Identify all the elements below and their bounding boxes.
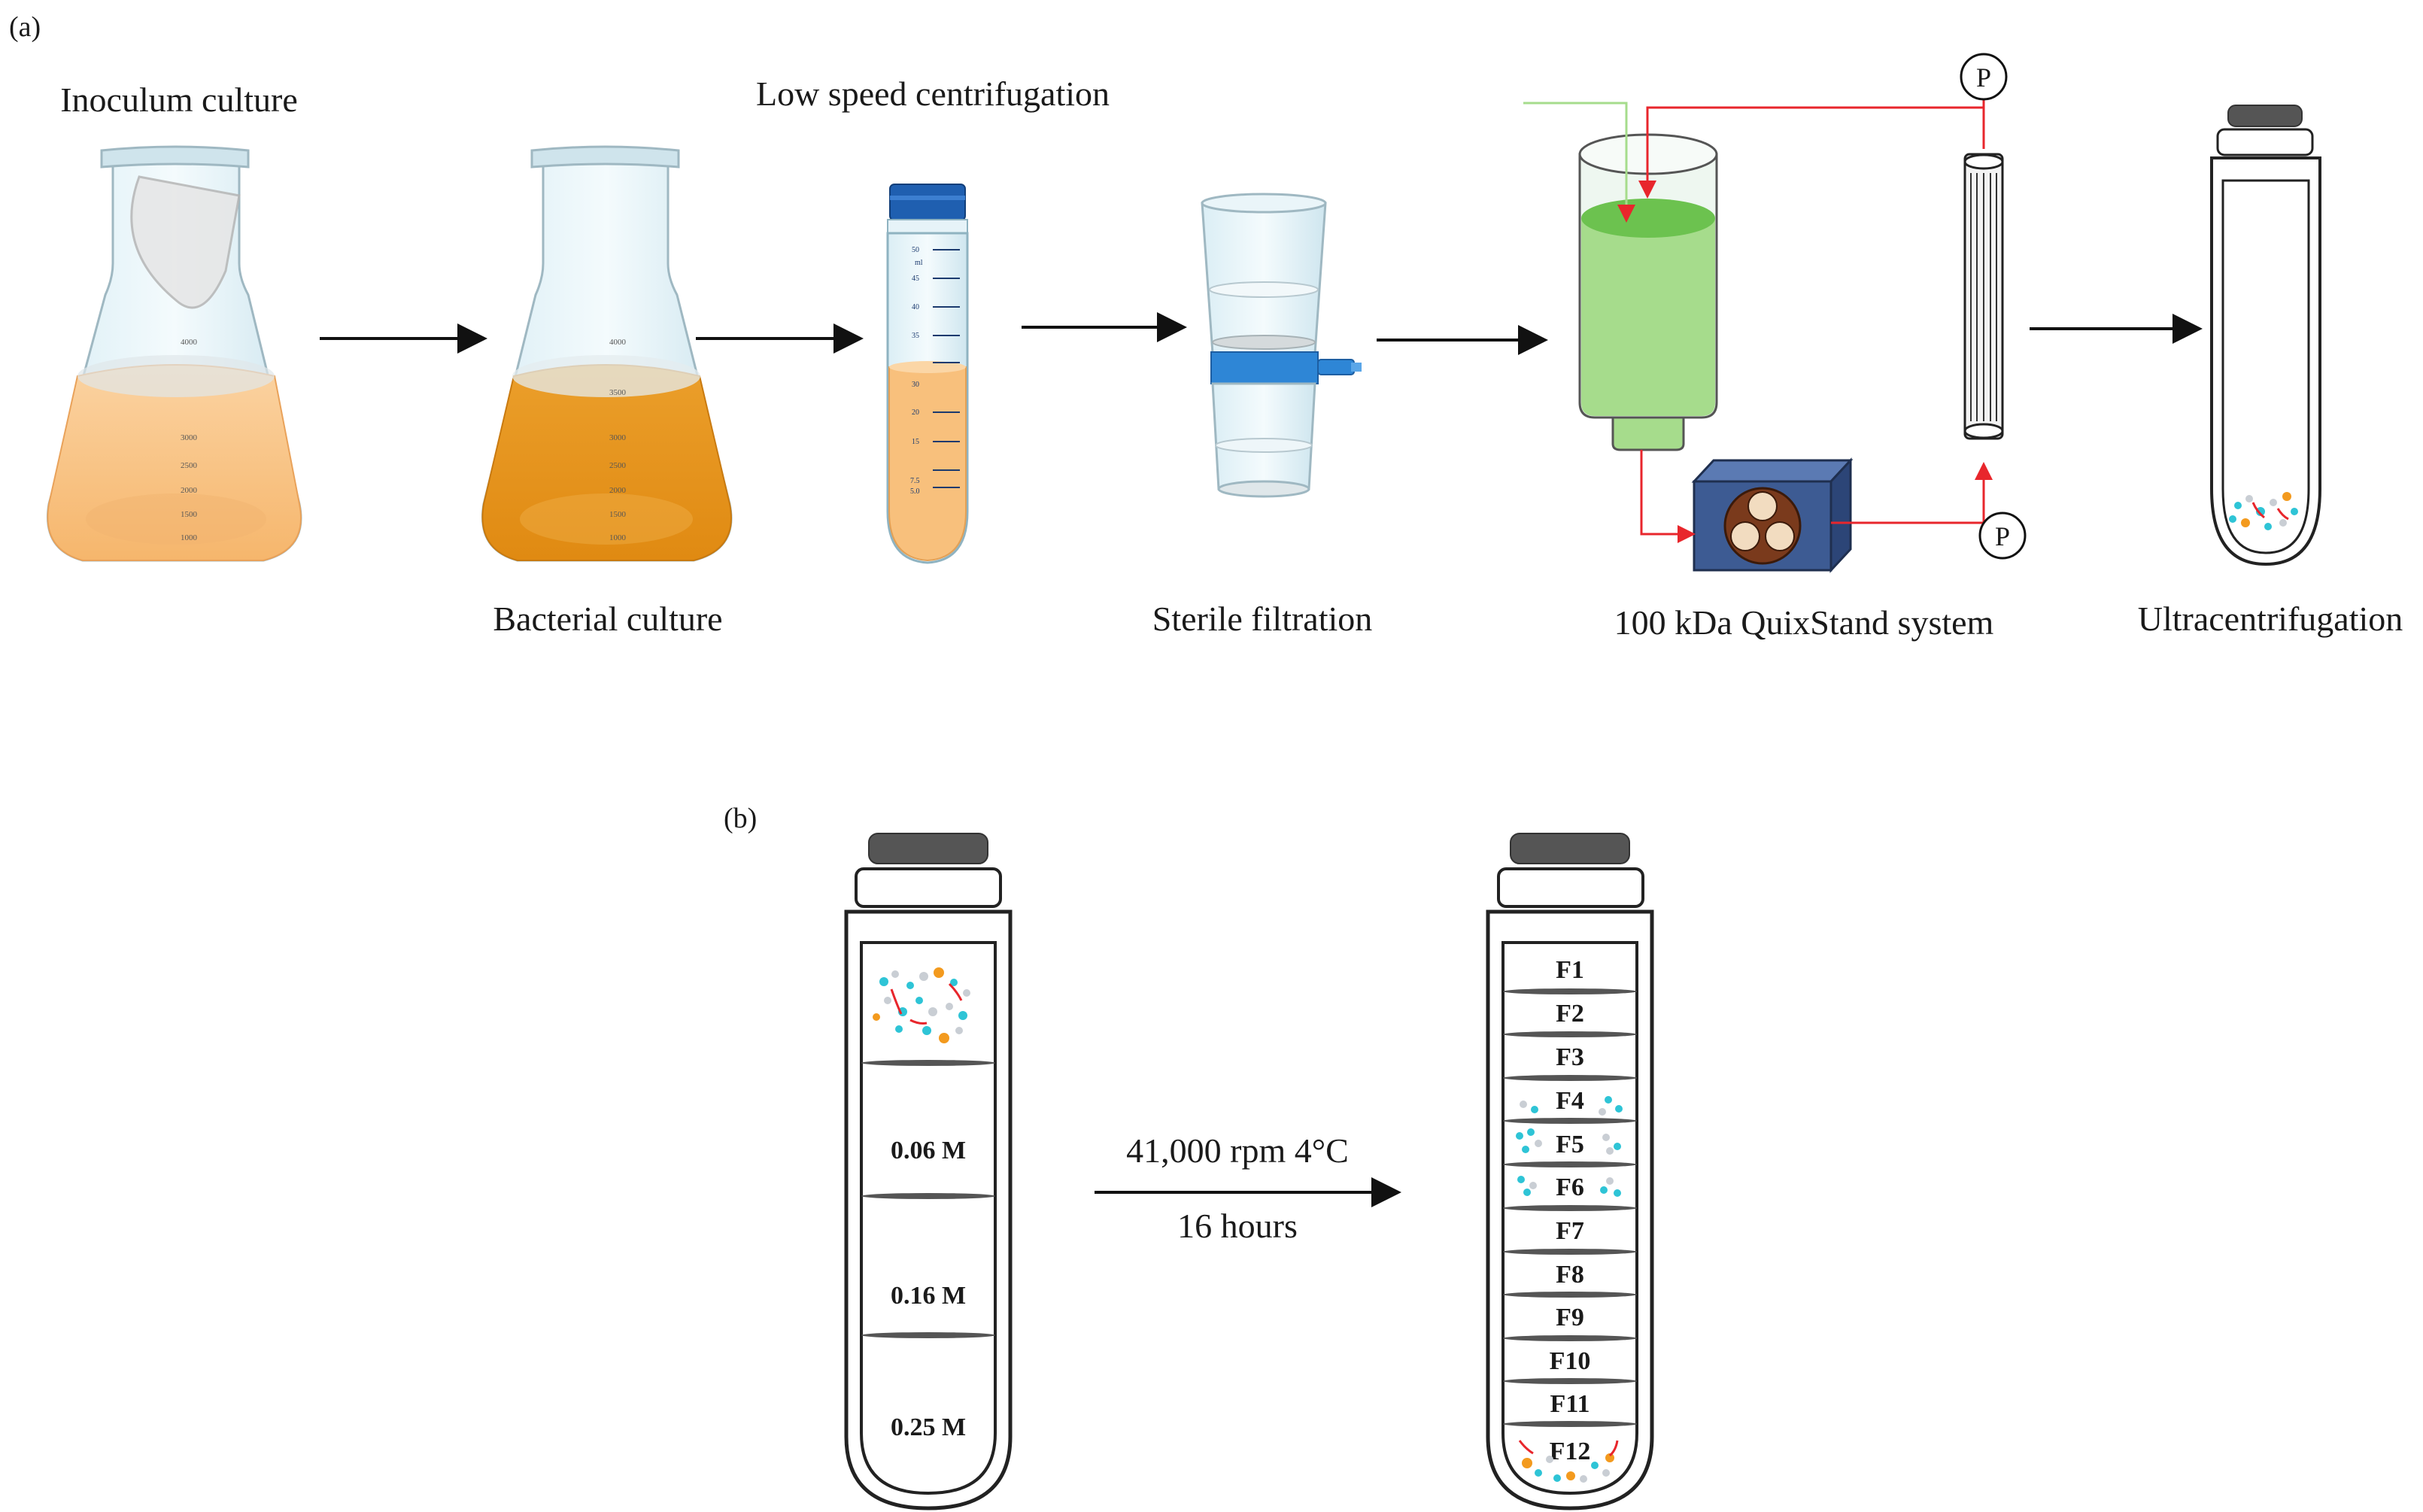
svg-text:5.0: 5.0 xyxy=(910,487,920,496)
label-sterile-filtration: Sterile filtration xyxy=(1152,600,1373,638)
fraction-label: F6 xyxy=(1556,1173,1584,1201)
svg-text:3000: 3000 xyxy=(609,433,627,442)
fraction-label: F8 xyxy=(1556,1261,1584,1289)
quixstand-system: P P xyxy=(1523,53,2027,573)
svg-text:1500: 1500 xyxy=(181,510,198,519)
svg-text:35: 35 xyxy=(912,332,919,340)
fraction-label: F5 xyxy=(1556,1131,1584,1158)
fraction-label: F12 xyxy=(1550,1438,1591,1465)
svg-text:P: P xyxy=(1995,521,2010,551)
pellet-particles xyxy=(2229,492,2298,530)
svg-text:7.5: 7.5 xyxy=(910,477,920,485)
filter-band xyxy=(1210,351,1319,384)
svg-text:15: 15 xyxy=(912,438,919,446)
concentration-0-06: 0.06 M xyxy=(891,1137,966,1164)
fraction-label: F4 xyxy=(1556,1087,1584,1115)
run-conditions: 41,000 rpm 4°C 16 hours xyxy=(1095,1131,1401,1245)
gradient-tube-after: F1 F2 F3 F4 F5 F6 F7 F8 F9 F10 F11 F12 xyxy=(1486,833,1654,1510)
centrifuge-tube xyxy=(886,184,969,564)
svg-text:40: 40 xyxy=(912,303,919,311)
label-inoculum-culture: Inoculum culture xyxy=(60,80,298,119)
inoculum-flask-marks: 4000 3000 2500 2000 1500 1000 xyxy=(181,338,198,542)
svg-text:3000: 3000 xyxy=(181,433,198,442)
svg-text:1000: 1000 xyxy=(609,533,627,542)
svg-text:45: 45 xyxy=(912,275,919,283)
concentration-0-16: 0.16 M xyxy=(891,1282,966,1310)
label-low-speed-centrifugation: Low speed centrifugation xyxy=(756,74,1110,113)
label-quixstand-system: 100 kDa QuixStand system xyxy=(1614,603,1994,642)
svg-text:2500: 2500 xyxy=(181,461,198,470)
panel-a-label: (a) xyxy=(9,11,41,43)
inoculum-flask xyxy=(47,145,302,562)
bacterial-culture-flask xyxy=(481,145,733,562)
svg-text:P: P xyxy=(1976,62,1991,93)
svg-text:1000: 1000 xyxy=(181,533,198,542)
ultracentrifuge-tube xyxy=(2210,105,2321,566)
panel-b-label: (b) xyxy=(724,803,757,834)
retentate-return-line xyxy=(1638,106,1985,199)
svg-text:4000: 4000 xyxy=(181,338,198,347)
fraction-label: F9 xyxy=(1556,1304,1584,1331)
svg-text:ml: ml xyxy=(915,259,923,267)
bacterial-flask-marks: 4000 3500 3000 2500 2000 1500 1000 xyxy=(609,338,627,542)
svg-text:20: 20 xyxy=(912,408,919,417)
pressure-gauge-bottom-icon: P xyxy=(1978,512,2027,560)
inlet-line xyxy=(1523,102,1635,223)
svg-text:30: 30 xyxy=(912,381,919,389)
reservoir-liquid-surface xyxy=(1581,199,1715,238)
fraction-label: F11 xyxy=(1550,1390,1590,1418)
fraction-label: F10 xyxy=(1550,1347,1591,1375)
process-arrows xyxy=(320,312,2203,355)
pressure-gauge-top-icon: P xyxy=(1960,53,2008,108)
hollow-fiber-cartridge xyxy=(1963,153,2004,440)
condition-speed-temp: 41,000 rpm 4°C xyxy=(1126,1131,1349,1170)
fraction-label: F2 xyxy=(1556,1000,1584,1028)
vesicle-particles xyxy=(1516,1096,1623,1197)
label-ultracentrifugation: Ultracentrifugation xyxy=(2138,600,2403,638)
svg-text:2000: 2000 xyxy=(609,486,627,495)
pump-box xyxy=(1691,457,1854,573)
fraction-label: F7 xyxy=(1556,1217,1584,1245)
fraction-label: F3 xyxy=(1556,1043,1584,1071)
svg-text:1500: 1500 xyxy=(609,510,627,519)
svg-text:3500: 3500 xyxy=(609,388,627,397)
tube-marks: 50 ml 45 40 35 30 20 15 7.5 5.0 xyxy=(910,246,923,496)
svg-text:4000: 4000 xyxy=(609,338,627,347)
concentration-0-25: 0.25 M xyxy=(891,1413,966,1441)
pump-outlet-line xyxy=(1831,462,1993,524)
feed-line xyxy=(1640,450,1696,543)
svg-text:50: 50 xyxy=(912,246,919,254)
svg-text:2500: 2500 xyxy=(609,461,627,470)
label-bacterial-culture: Bacterial culture xyxy=(493,600,722,638)
sample-particles xyxy=(873,967,970,1043)
fraction-label: F1 xyxy=(1556,956,1584,984)
condition-duration: 16 hours xyxy=(1177,1207,1298,1245)
foil-cap-icon xyxy=(130,175,241,309)
pellet-particles-f12 xyxy=(1518,1440,1619,1483)
svg-text:2000: 2000 xyxy=(181,486,198,495)
gradient-tube-before: 0.06 M 0.16 M 0.25 M xyxy=(844,833,1013,1510)
filter-unit xyxy=(1201,193,1362,498)
